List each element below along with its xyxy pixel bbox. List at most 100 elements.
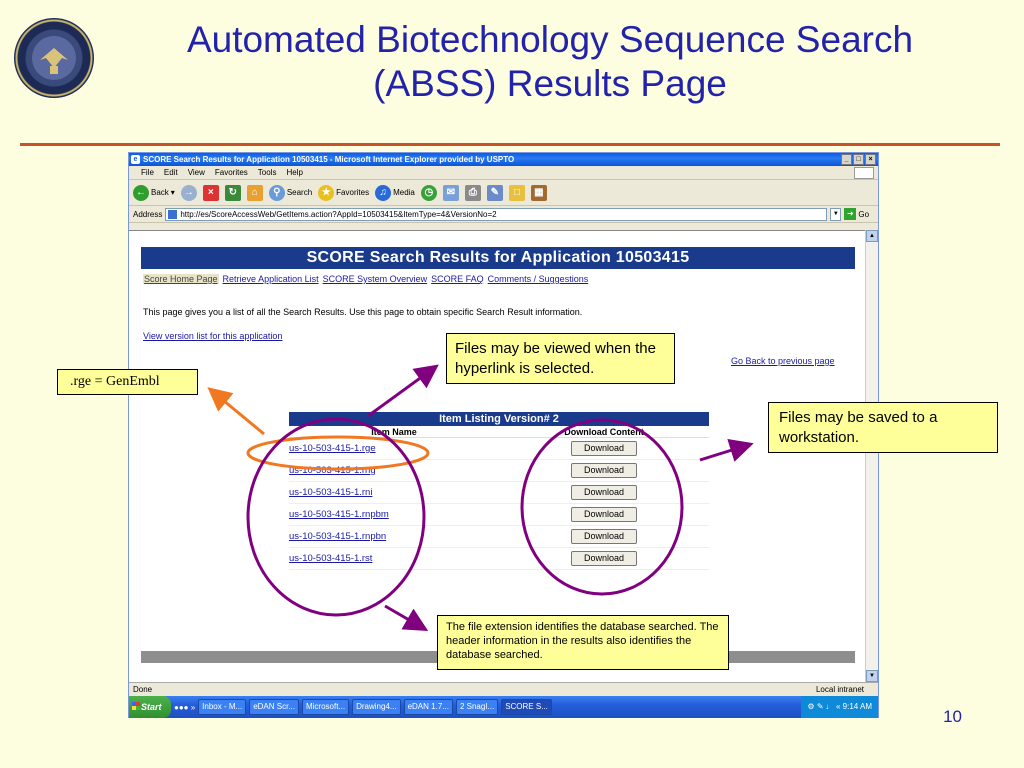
version-list-link[interactable]: View version list for this application	[143, 331, 283, 341]
go-button[interactable]: ➜ Go	[844, 208, 869, 220]
taskbar-item[interactable]: Drawing4...	[352, 699, 401, 715]
uspto-seal-icon	[14, 18, 94, 98]
ie-icon: e	[131, 155, 140, 164]
media-button[interactable]: ♫ Media	[375, 184, 415, 201]
search-icon: ⚲	[268, 184, 285, 201]
refresh-icon[interactable]: ↻	[224, 184, 241, 201]
nav-links: Score Home Page Retrieve Application Lis…	[143, 274, 588, 284]
slide-title-line-1: Automated Biotechnology Sequence Search	[186, 19, 914, 60]
nav-score-faq[interactable]: SCORE FAQ	[431, 274, 484, 284]
nav-comments-suggestions[interactable]: Comments / Suggestions	[487, 274, 589, 284]
menu-edit[interactable]: Edit	[163, 168, 178, 177]
favorites-label: Favorites	[336, 188, 370, 197]
menu-tools[interactable]: Tools	[257, 168, 277, 177]
page-banner: SCORE Search Results for Application 105…	[141, 247, 855, 269]
table-row: us-10-503-415-1.rnpbm Download	[289, 504, 709, 526]
forward-arrow-icon[interactable]: →	[180, 184, 197, 201]
stop-icon[interactable]: ×	[202, 184, 219, 201]
minimize-button[interactable]: _	[841, 154, 852, 165]
favorites-button[interactable]: ★ Favorites	[318, 184, 370, 201]
intro-text: This page gives you a list of all the Se…	[143, 307, 583, 317]
taskbar-item[interactable]: eDAN 1.7...	[403, 699, 453, 715]
nav-score-home[interactable]: Score Home Page	[143, 274, 219, 284]
download-button[interactable]: Download	[571, 441, 637, 456]
slide-divider	[20, 143, 1000, 146]
media-icon: ♫	[375, 184, 392, 201]
clock: 9:14 AM	[842, 702, 872, 711]
table-row: us-10-503-415-1.rng Download	[289, 460, 709, 482]
slide-title-line-2: (ABSS) Results Page	[373, 63, 727, 104]
go-label: Go	[858, 209, 870, 219]
menu-help[interactable]: Help	[286, 168, 303, 177]
back-label: Back	[151, 188, 169, 197]
menu-favorites[interactable]: Favorites	[214, 168, 248, 177]
research-icon[interactable]: ▦	[530, 184, 547, 201]
tray-icons[interactable]: ⚙ ✎ ♩ «	[807, 702, 843, 711]
item-listing-table: Item Listing Version# 2 Item Name Downlo…	[289, 412, 709, 570]
slide-number: 10	[943, 707, 962, 726]
address-bar: Address http://es/ScoreAccessWeb/GetItem…	[129, 206, 878, 223]
download-button[interactable]: Download	[571, 485, 637, 500]
start-button[interactable]: Start	[129, 696, 171, 718]
taskbar-item[interactable]: Inbox - M...	[198, 699, 247, 715]
maximize-button[interactable]: □	[853, 154, 864, 165]
table-row: us-10-503-415-1.rst Download	[289, 548, 709, 570]
nav-score-system-overview[interactable]: SCORE System Overview	[322, 274, 428, 284]
quicklaunch-icon[interactable]: ●●● »	[174, 702, 196, 712]
table-row: us-10-503-415-1.rni Download	[289, 482, 709, 504]
star-icon: ★	[318, 184, 335, 201]
search-button[interactable]: ⚲ Search	[268, 184, 313, 201]
table-row: us-10-503-415-1.rnpbn Download	[289, 526, 709, 548]
item-link[interactable]: us-10-503-415-1.rng	[289, 465, 376, 476]
item-link[interactable]: us-10-503-415-1.rnpbn	[289, 531, 387, 542]
mail-icon[interactable]: ✉	[442, 184, 459, 201]
taskbar-item[interactable]: 2 SnagI...	[455, 699, 499, 715]
status-bar: Done Local intranet	[129, 682, 878, 696]
callout-files-viewed: Files may be viewed when the hyperlink i…	[446, 333, 675, 384]
page-icon	[168, 209, 178, 219]
menu-file[interactable]: File	[141, 168, 154, 177]
back-arrow-icon: ←	[133, 184, 149, 201]
item-link[interactable]: us-10-503-415-1.rnpbm	[289, 509, 389, 520]
column-header-download: Download Content	[564, 427, 644, 437]
scroll-down-icon[interactable]: ▼	[866, 670, 878, 682]
print-icon[interactable]: ⎙	[464, 184, 481, 201]
item-listing-heading: Item Listing Version# 2	[289, 412, 709, 426]
taskbar-item-active[interactable]: SCORE S...	[501, 699, 552, 715]
download-button[interactable]: Download	[571, 463, 637, 478]
status-text: Done	[133, 685, 153, 694]
download-button[interactable]: Download	[571, 529, 637, 544]
folder-icon[interactable]: □	[508, 184, 525, 201]
edit-icon[interactable]: ✎	[486, 184, 503, 201]
system-tray: ⚙ ✎ ♩ « 9:14 AM	[801, 696, 878, 718]
search-label: Search	[286, 188, 313, 197]
callout-rge-genembl: .rge = GenEmbl	[57, 369, 198, 395]
vertical-scrollbar[interactable]: ▲ ▼	[865, 230, 878, 682]
taskbar-item[interactable]: eDAN Scr...	[249, 699, 299, 715]
home-icon[interactable]: ⌂	[246, 184, 263, 201]
media-label: Media	[393, 188, 415, 197]
download-button[interactable]: Download	[571, 507, 637, 522]
item-link[interactable]: us-10-503-415-1.rge	[289, 443, 376, 454]
table-header-row: Item Name Download Content	[289, 426, 709, 438]
go-back-link[interactable]: Go Back to previous page	[731, 356, 835, 366]
windows-flag-icon	[854, 167, 874, 179]
close-button[interactable]: ×	[865, 154, 876, 165]
menu-bar: File Edit View Favorites Tools Help	[129, 166, 878, 180]
nav-retrieve-application-list[interactable]: Retrieve Application List	[222, 274, 319, 284]
callout-files-saved: Files may be saved to a workstation.	[768, 402, 998, 453]
back-dropdown-icon: ▾	[170, 188, 175, 197]
item-link[interactable]: us-10-503-415-1.rst	[289, 553, 373, 564]
taskbar-item[interactable]: Microsoft...	[301, 699, 350, 715]
address-input[interactable]: http://es/ScoreAccessWeb/GetItems.action…	[165, 207, 828, 221]
address-dropdown-icon[interactable]: ▼	[830, 207, 842, 221]
scroll-up-icon[interactable]: ▲	[866, 230, 878, 242]
history-icon[interactable]: ◷	[420, 184, 437, 201]
menu-view[interactable]: View	[187, 168, 205, 177]
back-button[interactable]: ← Back ▾	[133, 184, 175, 201]
address-label: Address	[133, 209, 163, 219]
window-titlebar[interactable]: e SCORE Search Results for Application 1…	[129, 153, 878, 166]
address-url: http://es/ScoreAccessWeb/GetItems.action…	[180, 209, 497, 219]
item-link[interactable]: us-10-503-415-1.rni	[289, 487, 373, 498]
download-button[interactable]: Download	[571, 551, 637, 566]
